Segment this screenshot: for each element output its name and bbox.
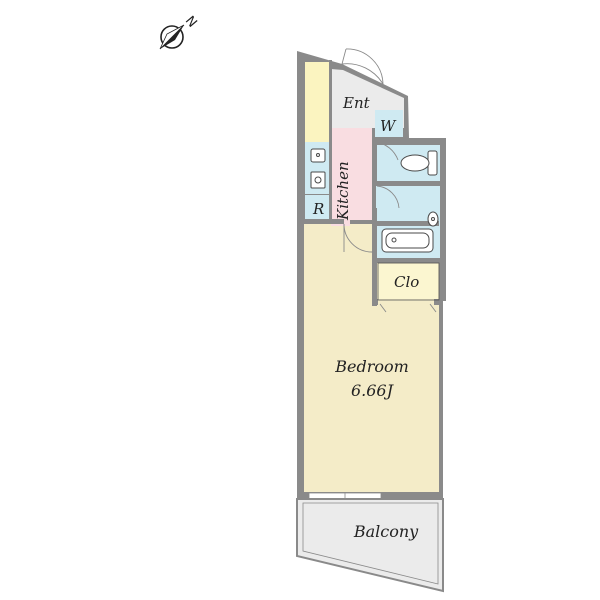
toilet-door-icon xyxy=(375,141,399,161)
kitchen-sink-icon xyxy=(310,148,326,163)
compass-needle-tail-icon xyxy=(159,24,185,50)
closet-outline xyxy=(377,262,440,301)
bathroom-door-icon xyxy=(376,185,400,209)
washer-label: W xyxy=(380,117,397,135)
compass: N xyxy=(159,14,200,50)
refrigerator-space xyxy=(305,195,331,223)
closet-label: Clo xyxy=(394,273,419,291)
washer-space xyxy=(375,110,403,137)
toilet-icon xyxy=(400,150,438,176)
balcony-inner-rail xyxy=(302,502,439,585)
compass-label: N xyxy=(182,14,200,31)
entrance-label: Ent xyxy=(342,94,371,112)
refrigerator-label: R xyxy=(312,200,324,218)
bedroom-label: Bedroom xyxy=(334,357,409,376)
interior-walls xyxy=(304,60,442,306)
balcony-label: Balcony xyxy=(353,522,419,541)
fixtures xyxy=(310,148,439,253)
bedroom-size-label: 6.66J xyxy=(351,381,395,400)
closet-floor xyxy=(378,264,438,299)
kitchen-label: Kitchen xyxy=(334,161,352,221)
counter xyxy=(305,62,331,142)
bathtub-icon xyxy=(381,228,434,253)
stove-icon xyxy=(310,171,326,189)
kitchen-floor xyxy=(331,128,372,226)
entrance-door-icon xyxy=(341,63,384,85)
balcony-floor xyxy=(296,498,444,593)
wash-basin-icon xyxy=(427,211,439,227)
door-swings xyxy=(341,48,437,313)
